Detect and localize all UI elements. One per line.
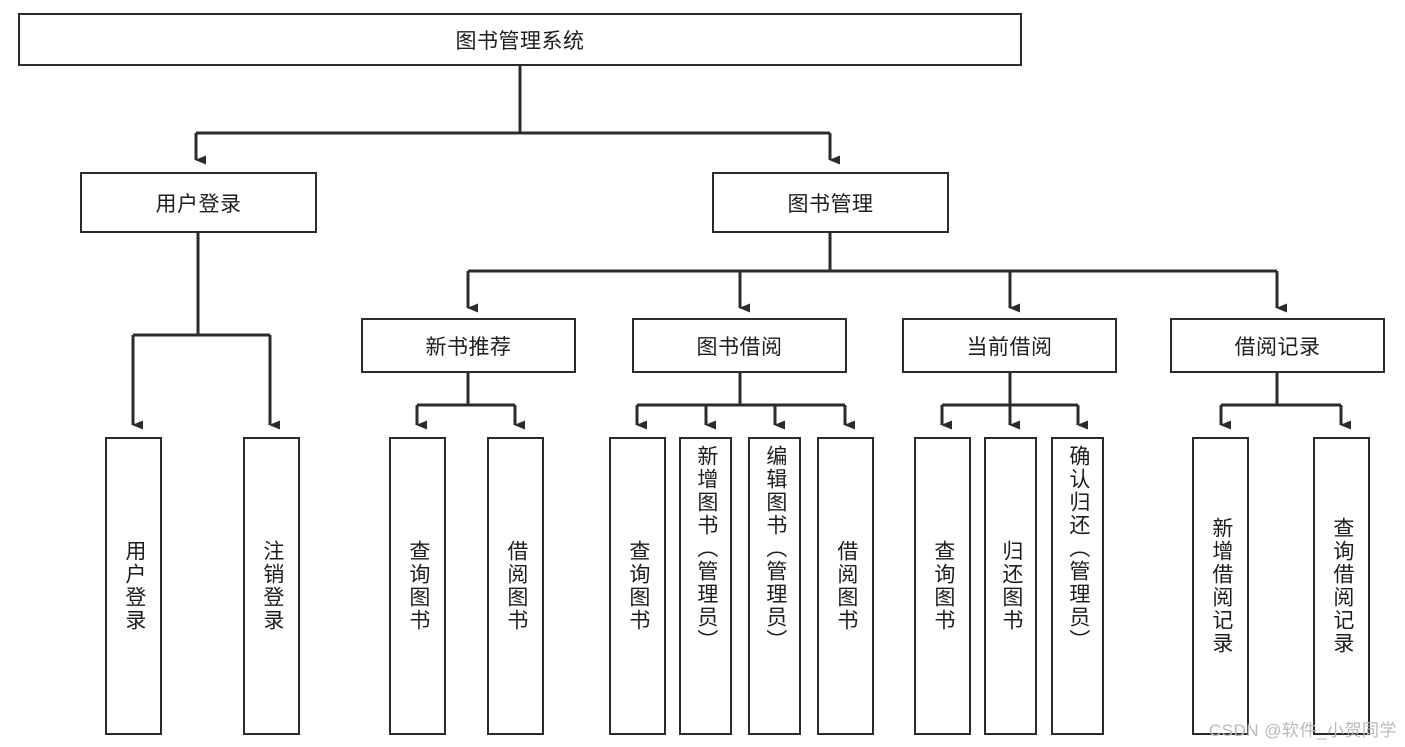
node-book-borrow[interactable]: 图书借阅 xyxy=(632,318,847,373)
csdn-watermark: CSDN @软件_小贺同学 xyxy=(1208,721,1397,740)
node-label: 注销登录 xyxy=(260,540,284,632)
node-label: 查询图书 xyxy=(931,540,955,632)
node-label: 查询图书 xyxy=(626,540,650,632)
leaf-current-borrow-confirm-return[interactable]: 确认归还（管理员） xyxy=(1051,437,1104,735)
leaf-book-borrow-add[interactable]: 新增图书（管理员） xyxy=(679,437,732,735)
node-borrow-record[interactable]: 借阅记录 xyxy=(1170,318,1385,373)
node-root-system[interactable]: 图书管理系统 xyxy=(18,13,1022,66)
leaf-borrow-record-query[interactable]: 查询借阅记录 xyxy=(1313,437,1370,735)
node-book-management[interactable]: 图书管理 xyxy=(712,172,949,233)
leaf-new-book-borrow[interactable]: 借阅图书 xyxy=(487,437,544,735)
node-label: 新增借阅记录 xyxy=(1209,517,1233,655)
leaf-book-borrow-query[interactable]: 查询图书 xyxy=(609,437,666,735)
leaf-current-borrow-return[interactable]: 归还图书 xyxy=(984,437,1037,735)
leaf-book-borrow-borrow[interactable]: 借阅图书 xyxy=(817,437,874,735)
node-current-borrow[interactable]: 当前借阅 xyxy=(902,318,1117,373)
node-label: 图书管理 xyxy=(787,192,874,216)
node-label: 用户登录 xyxy=(122,540,146,632)
leaf-new-book-query[interactable]: 查询图书 xyxy=(389,437,446,735)
node-label: 用户登录 xyxy=(155,192,242,216)
node-label: 查询借阅记录 xyxy=(1330,517,1354,655)
node-label: 当前借阅 xyxy=(966,335,1053,359)
leaf-book-borrow-edit[interactable]: 编辑图书（管理员） xyxy=(748,437,801,735)
node-label: 借阅记录 xyxy=(1234,335,1321,359)
node-user-login[interactable]: 用户登录 xyxy=(80,172,317,233)
node-label: 借阅图书 xyxy=(834,540,858,632)
node-label: 确认归还（管理员） xyxy=(1066,445,1090,652)
node-label: 借阅图书 xyxy=(504,540,528,632)
leaf-user-login-logout[interactable]: 注销登录 xyxy=(243,437,300,735)
node-label: 编辑图书（管理员） xyxy=(763,445,787,652)
node-new-book-recommend[interactable]: 新书推荐 xyxy=(361,318,576,373)
leaf-current-borrow-query[interactable]: 查询图书 xyxy=(914,437,971,735)
node-label: 查询图书 xyxy=(406,540,430,632)
node-label: 图书借阅 xyxy=(696,335,783,359)
node-label: 新书推荐 xyxy=(425,335,512,359)
leaf-user-login-login[interactable]: 用户登录 xyxy=(105,437,162,735)
node-label: 新增图书（管理员） xyxy=(694,445,718,652)
leaf-borrow-record-add[interactable]: 新增借阅记录 xyxy=(1192,437,1249,735)
node-label: 图书管理系统 xyxy=(455,29,585,53)
node-label: 归还图书 xyxy=(999,540,1023,632)
